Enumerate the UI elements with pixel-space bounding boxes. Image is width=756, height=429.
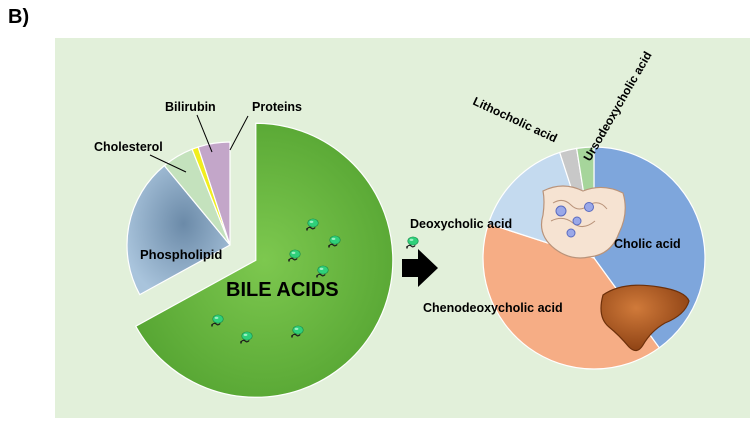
slice-label-bilirubin: Bilirubin [165,100,216,114]
leader-line-bilirubin [196,114,213,153]
left-pie-chart [126,122,394,398]
liver-icon [600,284,690,352]
right-pie-chart [482,146,706,370]
right-arrow-icon [402,249,438,287]
slice-label-cholic-acid: Cholic acid [614,237,681,251]
pie-slice-phospholipid [126,164,231,296]
slice-label-phospholipid: Phospholipid [140,247,222,262]
slice-label-proteins: Proteins [252,100,302,114]
pie-slice-proteins [197,141,231,246]
pie-slice-bile-acids [134,122,394,398]
slice-label-cholesterol: Cholesterol [94,140,163,154]
slice-label-chenodeoxycholic-acid: Chenodeoxycholic acid [423,301,563,315]
panel-label: B) [8,6,30,28]
leader-line-cholesterol [149,154,187,173]
intestine-icon [540,185,626,259]
slice-label-deoxycholic-acid: Deoxycholic acid [410,217,512,231]
slice-label-bile-acids: BILE ACIDS [226,279,339,301]
leader-line-proteins [229,115,249,151]
